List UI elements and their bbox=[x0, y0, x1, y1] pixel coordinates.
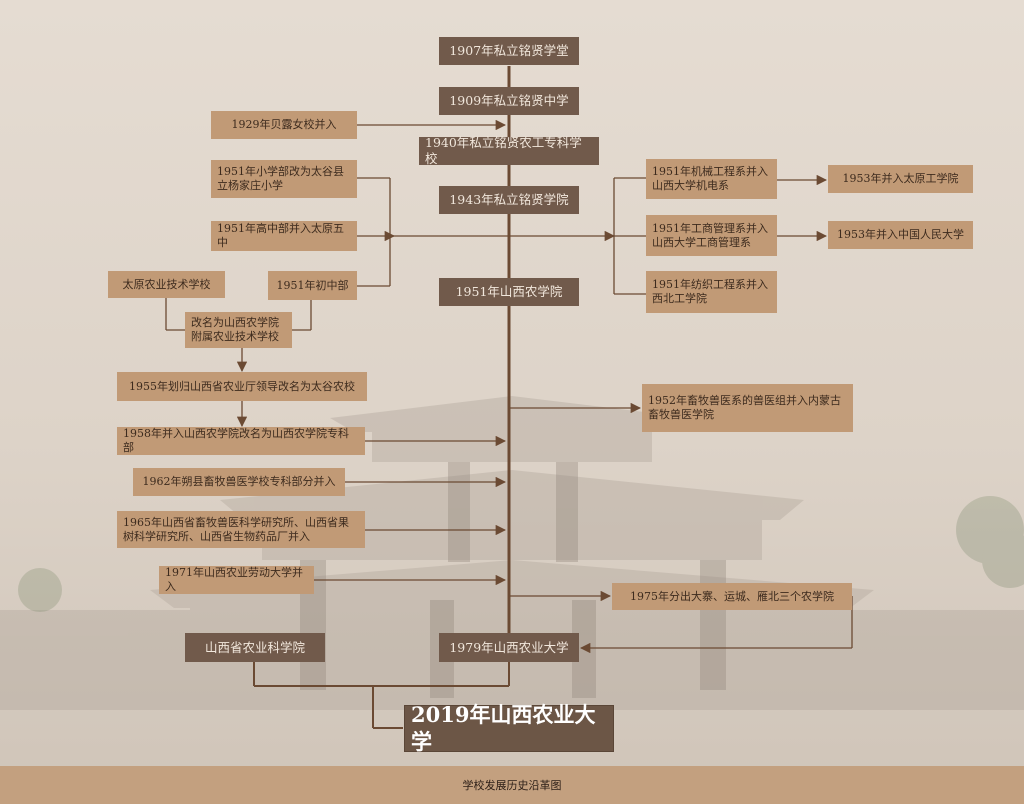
node-1952-vet: 1952年畜牧兽医系的兽医组并入内蒙古畜牧兽医学院 bbox=[642, 384, 853, 432]
node-1953-renmin: 1953年并入中国人民大学 bbox=[828, 221, 973, 249]
node-1965: 1965年山西省畜牧兽医科学研究所、山西省果树科学研究所、山西省生物药品厂并入 bbox=[117, 511, 365, 548]
node-1953-taiyuan: 1953年并入太原工学院 bbox=[828, 165, 973, 193]
node-1951-high: 1951年高中部并入太原五中 bbox=[211, 221, 357, 251]
node-taiyuan-agri-tech: 太原农业技术学校 bbox=[108, 271, 225, 298]
node-1979: 1979年山西农业大学 bbox=[439, 633, 579, 662]
node-1951-textile: 1951年纺织工程系并入西北工学院 bbox=[646, 271, 777, 313]
caption-text: 学校发展历史沿革图 bbox=[462, 779, 562, 792]
node-1971: 1971年山西农业劳动大学并入 bbox=[159, 566, 314, 594]
diagram-caption: 学校发展历史沿革图 bbox=[0, 766, 1024, 804]
node-1943: 1943年私立铭贤学院 bbox=[439, 186, 579, 214]
node-1962: 1962年朔县畜牧兽医学校专科部分并入 bbox=[133, 468, 345, 496]
node-1958: 1958年并入山西农学院改名为山西农学院专科部 bbox=[117, 427, 365, 455]
node-1951-mech: 1951年机械工程系并入山西大学机电系 bbox=[646, 159, 777, 199]
node-1955: 1955年划归山西省农业厅领导改名为太谷农校 bbox=[117, 372, 367, 401]
node-1975: 1975年分出大寨、运城、雁北三个农学院 bbox=[612, 583, 852, 610]
node-1907: 1907年私立铭贤学堂 bbox=[439, 37, 579, 65]
node-1951-biz: 1951年工商管理系并入山西大学工商管理系 bbox=[646, 215, 777, 256]
node-1951-primary: 1951年小学部改为太谷县立杨家庄小学 bbox=[211, 160, 357, 198]
node-1940: 1940年私立铭贤农工专科学校 bbox=[419, 135, 599, 166]
node-rename-tech-school: 改名为山西农学院附属农业技术学校 bbox=[185, 312, 292, 348]
node-1929: 1929年贝露女校并入 bbox=[211, 111, 357, 139]
node-2019: 2019年山西农业大学 bbox=[404, 702, 614, 754]
node-academy-of-agri-sciences: 山西省农业科学院 bbox=[185, 633, 325, 662]
node-1951-junior: 1951年初中部 bbox=[268, 271, 357, 300]
node-1951-agri-college: 1951年山西农学院 bbox=[439, 278, 579, 306]
node-1909: 1909年私立铭贤中学 bbox=[439, 87, 579, 115]
